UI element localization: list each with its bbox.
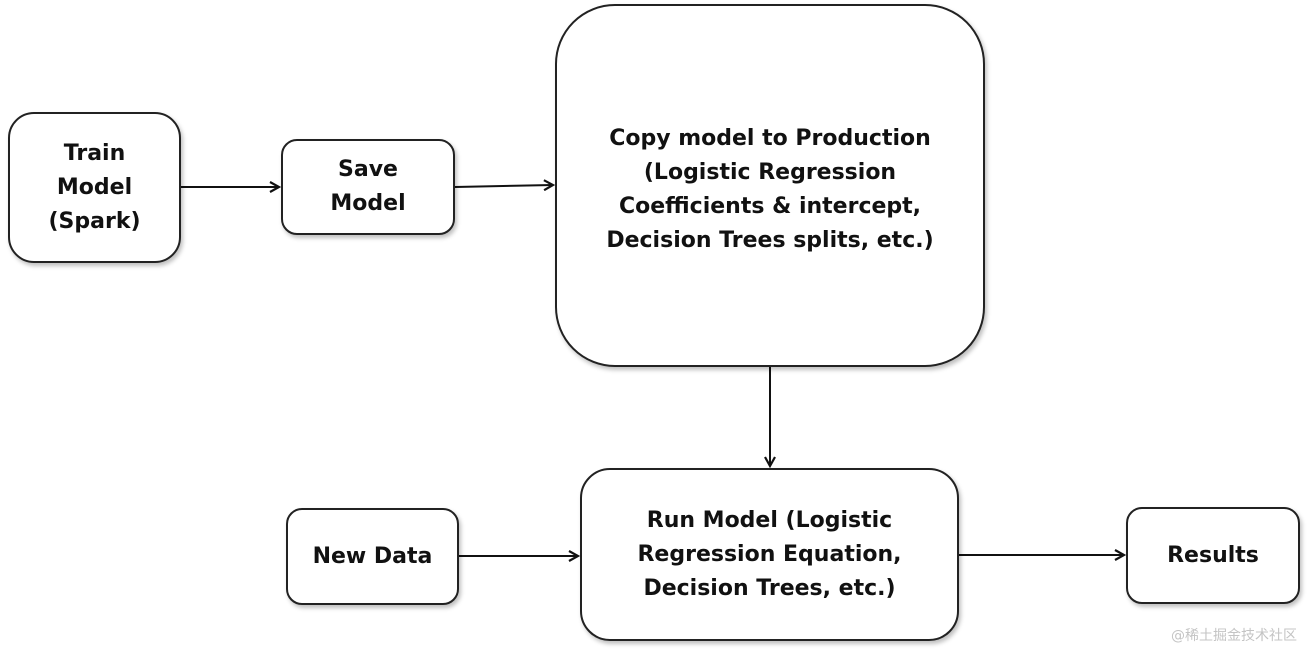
edge-save-to-copy <box>454 185 553 187</box>
results-label: Results <box>1167 542 1259 568</box>
watermark: @稀土掘金技术社区 <box>1171 628 1297 644</box>
results-node: Results <box>1126 507 1300 604</box>
save-model-node: Save Model <box>281 139 455 235</box>
copy-to-production-label: Copy model to Production (Logistic Regre… <box>606 126 934 253</box>
new-data-node: New Data <box>286 508 459 605</box>
run-model-label: Run Model (Logistic Regression Equation,… <box>637 507 902 601</box>
train-model-node: Train Model (Spark) <box>8 112 181 263</box>
save-model-label: Save Model <box>330 157 406 216</box>
train-model-label: Train Model (Spark) <box>48 140 141 234</box>
copy-to-production-node: Copy model to Production (Logistic Regre… <box>555 4 985 367</box>
new-data-label: New Data <box>312 543 433 569</box>
run-model-node: Run Model (Logistic Regression Equation,… <box>580 468 959 641</box>
